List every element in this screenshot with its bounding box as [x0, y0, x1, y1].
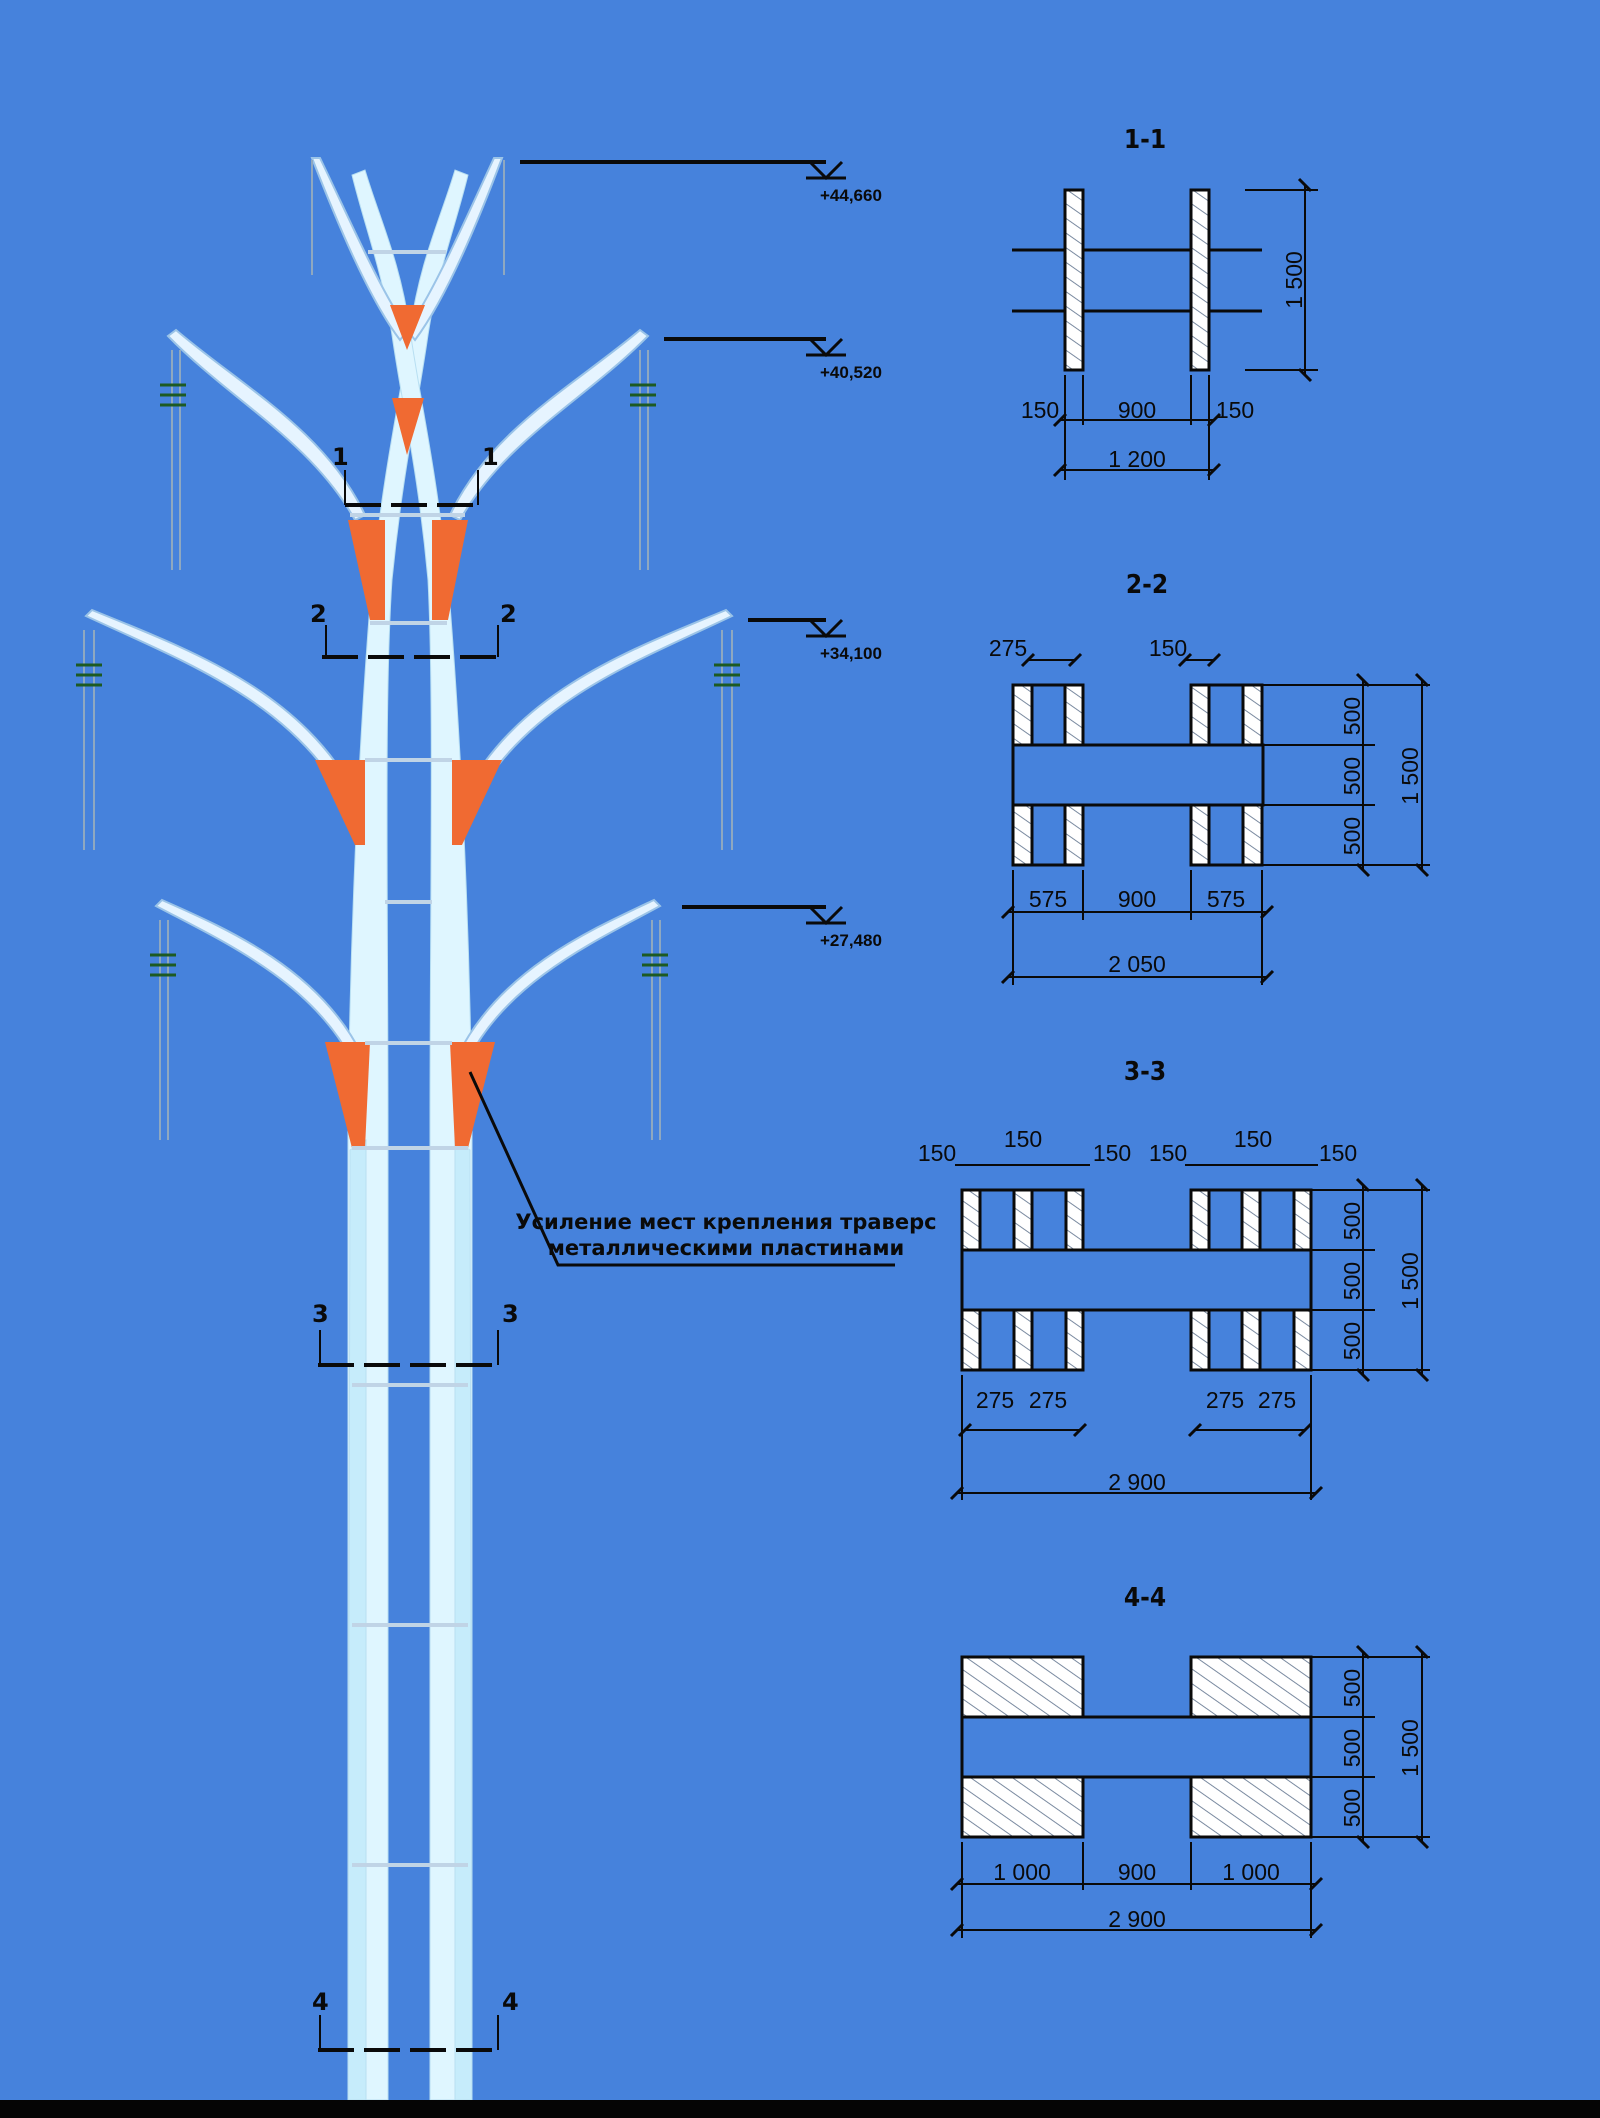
top-arms [310, 157, 504, 342]
elevation-label: +40,520 [820, 363, 882, 382]
elevation-marker-3: +34,100 [748, 618, 882, 663]
elevation-label: +34,100 [820, 644, 882, 663]
dim-150: 150 [918, 1140, 956, 1166]
section-3-3: 3-3 150 150 150 150 150 150 500 500 500 … [918, 1057, 1430, 1501]
dim-275: 275 [989, 635, 1027, 661]
elevation-marker-1: +44,660 [520, 160, 882, 205]
section-title: 2-2 [1126, 570, 1168, 600]
reinforcement-plates [315, 305, 502, 1148]
elevation-label: +27,480 [820, 931, 882, 950]
elevation-label: +44,660 [820, 186, 882, 205]
insulators [76, 160, 740, 1140]
section-cut-3: 3 3 [312, 1300, 519, 1367]
section-4-4: 4-4 500 500 500 1 500 1 000 900 1 000 2 … [949, 1583, 1430, 1938]
section-mark-1-right: 1 [482, 443, 499, 471]
plate-right [1189, 188, 1211, 372]
dim-275: 275 [1029, 1387, 1067, 1413]
dim-150: 150 [1234, 1126, 1272, 1152]
dim-1000-left: 1 000 [993, 1859, 1051, 1885]
section-mark-4-left: 4 [312, 1988, 329, 2016]
dim-500-bottom: 500 [1339, 817, 1365, 855]
section-2-2: 2-2 275 150 500 500 500 1 500 575 [989, 570, 1430, 985]
dim-500-top: 500 [1339, 697, 1365, 735]
dim-150: 150 [1149, 1140, 1187, 1166]
dim-150-right: 150 [1216, 397, 1254, 423]
dim-900: 900 [1118, 397, 1156, 423]
dim-500-bottom: 500 [1339, 1322, 1365, 1360]
dim-150: 150 [1149, 635, 1187, 661]
dim-500-mid: 500 [1339, 757, 1365, 795]
dim-900: 900 [1118, 886, 1156, 912]
cross-arms [84, 328, 734, 1062]
plate-left [1063, 188, 1085, 372]
section-title: 4-4 [1124, 1583, 1166, 1613]
section-1-1: 1-1 1 500 150 900 150 1 200 [1012, 125, 1318, 480]
dim-150: 150 [1319, 1140, 1357, 1166]
dim-275: 275 [976, 1387, 1014, 1413]
section-mark-1-left: 1 [332, 443, 349, 471]
bottom-border [0, 2100, 1600, 2118]
dim-height: 1 500 [1281, 251, 1307, 309]
section-cut-1: 1 1 [332, 443, 499, 507]
tower-bracing [350, 250, 468, 1867]
note-line-2: металлическими пластинами [548, 1236, 904, 1260]
dim-900: 900 [1118, 1859, 1156, 1885]
dim-total: 2 050 [1108, 951, 1166, 977]
dim-275: 275 [1206, 1387, 1244, 1413]
section-cut-4: 4 4 [312, 1988, 519, 2052]
section-mark-3-left: 3 [312, 1300, 329, 1328]
dim-500-mid: 500 [1339, 1262, 1365, 1300]
dim-575-right: 575 [1207, 886, 1245, 912]
section-cut-2: 2 2 [310, 600, 517, 659]
section-mark-2-left: 2 [310, 600, 327, 628]
dim-height: 1 500 [1397, 1719, 1423, 1777]
dim-500-mid: 500 [1339, 1729, 1365, 1767]
insulator-right-2 [714, 630, 740, 850]
dim-500-top: 500 [1339, 1202, 1365, 1240]
dim-275: 275 [1258, 1387, 1296, 1413]
section-mark-3-right: 3 [502, 1300, 519, 1328]
dim-150: 150 [1093, 1140, 1131, 1166]
reinforcement-note: Усиление мест крепления траверс металлич… [468, 1071, 937, 1267]
section-title: 3-3 [1124, 1057, 1166, 1087]
section-mark-2-right: 2 [500, 600, 517, 628]
tower-elevation: 1 1 2 2 3 3 4 4 +44,660 [76, 157, 937, 2101]
insulator-left-2 [76, 630, 102, 850]
insulator-left-3 [150, 920, 176, 1140]
insulator-right-3 [642, 920, 668, 1140]
dim-150-left: 150 [1021, 397, 1059, 423]
insulator-left-1 [160, 350, 186, 570]
section-mark-4-right: 4 [502, 1988, 519, 2016]
elevation-marker-2: +40,520 [664, 337, 882, 382]
dim-total: 1 200 [1108, 446, 1166, 472]
dim-150: 150 [1004, 1126, 1042, 1152]
dim-total: 2 900 [1108, 1469, 1166, 1495]
dim-500-top: 500 [1339, 1669, 1365, 1707]
insulator-right-1 [630, 350, 656, 570]
tower-legs [347, 169, 473, 2101]
dim-1000-right: 1 000 [1222, 1859, 1280, 1885]
dim-total: 2 900 [1108, 1906, 1166, 1932]
section-title: 1-1 [1124, 125, 1166, 155]
dim-575-left: 575 [1029, 886, 1067, 912]
note-line-1: Усиление мест крепления траверс [515, 1210, 936, 1234]
elevation-marker-4: +27,480 [682, 905, 882, 950]
dim-500-bottom: 500 [1339, 1789, 1365, 1827]
dim-height: 1 500 [1397, 747, 1423, 805]
dim-height: 1 500 [1397, 1252, 1423, 1310]
